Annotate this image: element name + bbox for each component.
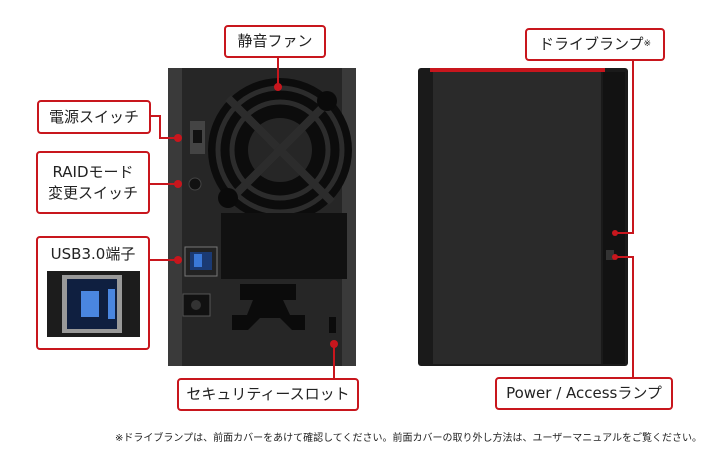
label-drive-lamp-text: ドライブランプ [538, 35, 644, 53]
front-unit [418, 68, 628, 366]
callout-dots [174, 83, 618, 348]
label-drive-lamp: ドライブランプ※ [525, 28, 665, 61]
usb-port-closeup [46, 271, 140, 337]
label-drive-lamp-mark: ※ [643, 39, 652, 49]
label-power-switch: 電源スイッチ [37, 100, 151, 134]
fan-grille [208, 78, 352, 222]
label-fan: 静音ファン [224, 25, 326, 58]
label-usb-port: USB3.0端子 [36, 236, 150, 350]
cable-hook [232, 284, 305, 330]
label-raid-line1: RAIDモード [52, 162, 134, 181]
label-power-switch-text: 電源スイッチ [48, 107, 139, 126]
security-slot[interactable] [329, 317, 336, 333]
label-security-text: セキュリティースロット [186, 385, 350, 403]
label-plate [221, 213, 347, 279]
label-power-access-text: Power / Accessランプ [506, 384, 662, 402]
callout-lines [149, 57, 634, 378]
rear-unit [168, 68, 356, 366]
footnote: ※ドライブランプは、前面カバーをあけて確認してください。前面カバーの取り外し方法… [115, 433, 702, 444]
label-fan-text: 静音ファン [237, 32, 313, 50]
label-security-slot: セキュリティースロット [177, 378, 359, 411]
power-access-lamp [606, 250, 614, 260]
label-usb-text: USB3.0端子 [50, 245, 136, 263]
raid-switch[interactable] [188, 177, 202, 191]
label-power-access-lamp: Power / Accessランプ [495, 377, 673, 410]
label-raid-switch: RAIDモード変更スイッチ [36, 151, 150, 214]
label-raid-line2: 変更スイッチ [47, 183, 138, 202]
